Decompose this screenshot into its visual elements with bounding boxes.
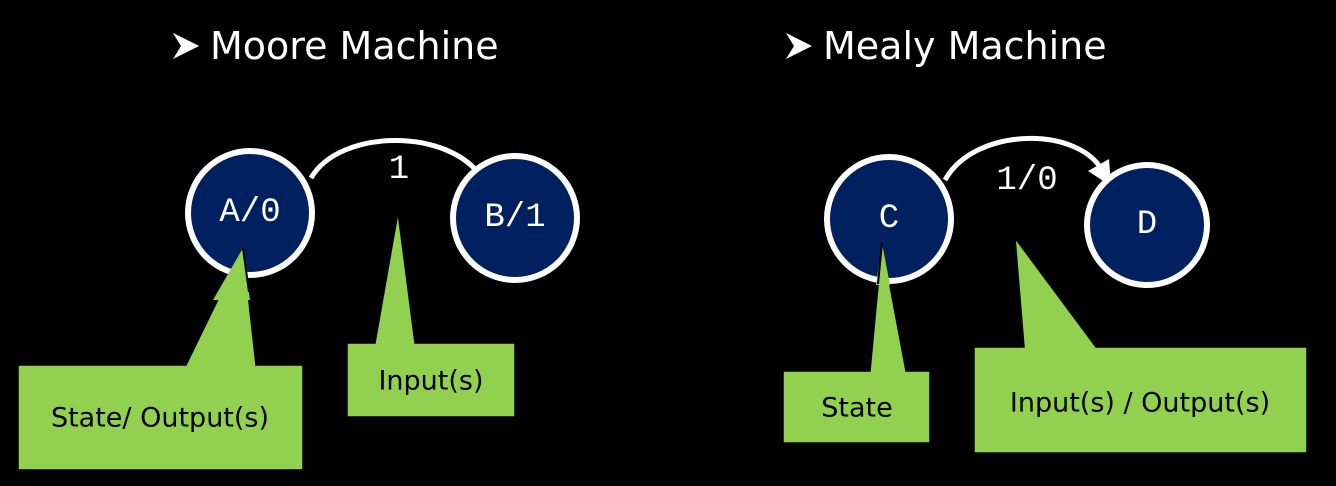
moore-transition-edge <box>308 138 485 180</box>
moore-state-b: B/1 <box>450 153 580 283</box>
mealy-heading: Mealy Machine <box>785 18 1107 74</box>
moore-transition-label: 1 <box>389 151 409 189</box>
mealy-heading-text: Mealy Machine <box>823 24 1107 68</box>
moore-callout-state-output-text: State/ Output(s) <box>51 403 269 434</box>
state-label: A/0 <box>219 194 280 232</box>
mealy-callout-state <box>782 242 931 444</box>
mealy-state-d: D <box>1084 162 1210 288</box>
moore-callout-input-text: Input(s) <box>378 366 483 397</box>
mealy-transition-edge <box>942 135 1106 182</box>
mealy-callout-input-output <box>973 235 1308 454</box>
moore-state-a: A/0 <box>185 148 315 278</box>
arrowhead-bullet-icon <box>173 33 199 59</box>
moore-heading: Moore Machine <box>172 18 499 74</box>
moore-diagram: A/0 B/1 1 State/ Output(s) Input(s) <box>17 138 580 471</box>
arrowhead-bullet-icon <box>786 33 812 59</box>
mealy-diagram: C D 1/0 State Input(s) / Output(s) <box>782 135 1308 454</box>
moore-callout-state-output <box>17 245 304 471</box>
state-circle <box>185 148 315 278</box>
state-label: D <box>1137 206 1157 244</box>
moore-callout-tip <box>213 248 250 300</box>
mealy-callout-input-output-text: Input(s) / Output(s) <box>1010 388 1270 419</box>
mealy-transition-label: 1/0 <box>996 162 1057 200</box>
state-circle <box>450 153 580 283</box>
mealy-callout-state-text: State <box>821 393 892 424</box>
state-circle <box>1084 162 1210 288</box>
moore-heading-text: Moore Machine <box>210 24 499 68</box>
mealy-state-c: C <box>824 154 954 284</box>
state-label: C <box>879 200 899 238</box>
state-label: B/1 <box>484 199 545 237</box>
moore-callout-input <box>346 211 516 418</box>
